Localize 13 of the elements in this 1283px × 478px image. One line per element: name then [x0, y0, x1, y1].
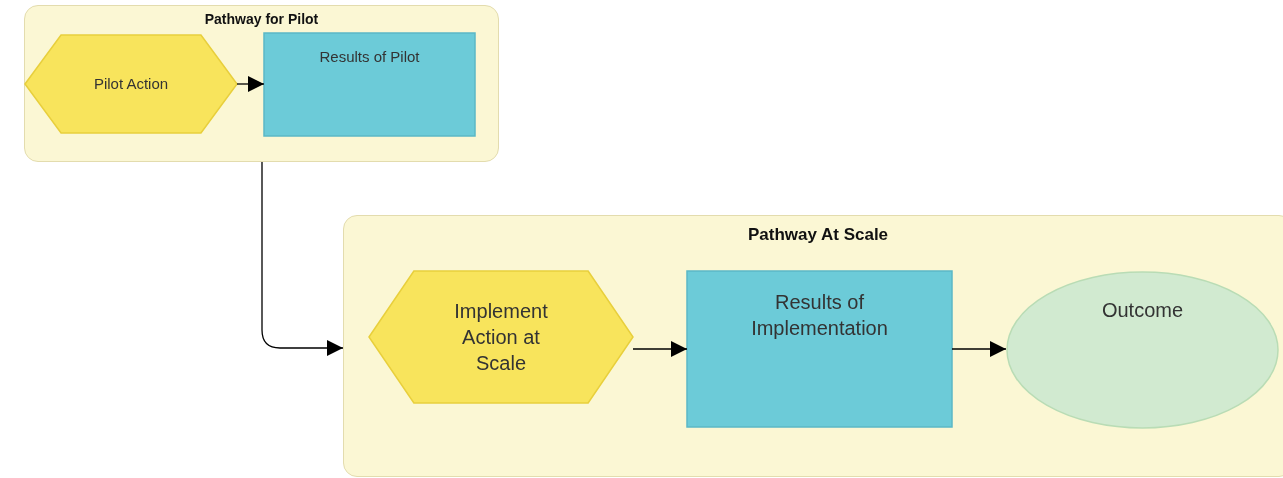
group-title: Pathway for Pilot	[203, 11, 320, 27]
node-label: Implement Action at Scale	[453, 299, 549, 376]
arrow	[236, 76, 265, 92]
node-label: Results of Implementation	[750, 290, 889, 341]
group-title: Pathway At Scale	[746, 225, 890, 245]
group-panel	[343, 215, 1283, 477]
node-label: Results of Pilot	[319, 47, 420, 67]
arrow	[261, 161, 344, 356]
group-panel	[24, 5, 499, 162]
arrow	[951, 341, 1007, 357]
node-label: Pilot Action	[93, 74, 169, 94]
node-label: Outcome	[1101, 298, 1184, 323]
arrow	[632, 341, 688, 357]
